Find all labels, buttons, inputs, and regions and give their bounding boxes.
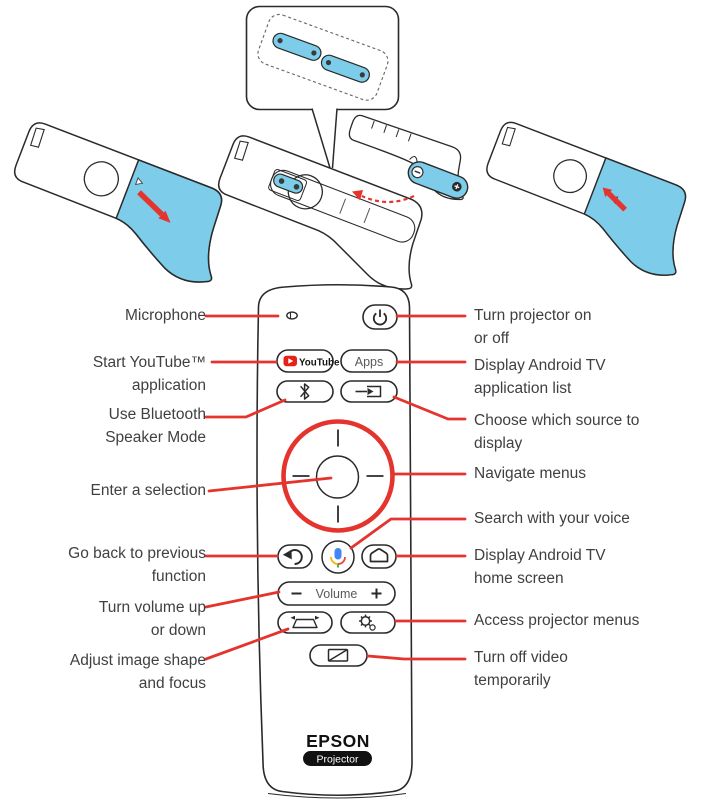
voice-button [321, 540, 355, 574]
remote-base-open [217, 135, 423, 290]
cover-triangle-mark [134, 177, 144, 186]
remote-bottom-edge [267, 793, 407, 799]
line-source [392, 395, 467, 421]
line-mute [366, 654, 467, 661]
label-enter-selection: Enter a selection [90, 482, 206, 499]
remote-front [256, 283, 413, 799]
nav-pad [281, 419, 395, 533]
insert-direction-arrow [352, 190, 415, 204]
google-mic-icon [330, 548, 346, 568]
keystone-icon [292, 618, 318, 629]
inset-pointer [311, 107, 338, 169]
nav-highlight-ring [281, 419, 395, 533]
av-mute-icon [327, 648, 349, 662]
line-volume [204, 590, 281, 609]
bluetooth-icon [300, 383, 310, 400]
home-icon [369, 548, 389, 563]
battery-cover [583, 157, 687, 276]
youtube-button [276, 349, 334, 373]
label-projector-menus: Access projector menus [474, 612, 640, 629]
badge-label: Projector [316, 754, 359, 766]
callout-lines [204, 314, 467, 661]
ir-window-slot [29, 127, 45, 148]
ir-window-slot [501, 126, 516, 147]
projector-badge [303, 751, 372, 766]
label-microphone: Microphone [125, 307, 206, 324]
remote-body [256, 283, 413, 797]
settings-button [340, 611, 396, 634]
volume-button-label: Volume [316, 587, 358, 601]
brand-logo: EPSON [306, 731, 370, 751]
label-voice-search: Search with your voice [474, 510, 630, 527]
select-button [315, 455, 360, 499]
thumb-divot [553, 159, 588, 194]
line-keystone [204, 627, 290, 661]
youtube-button-label: YouTube [299, 357, 340, 368]
power-icon [372, 309, 388, 326]
slide-off-arrow [137, 190, 171, 223]
line-bluetooth [204, 398, 287, 419]
youtube-icon [283, 355, 297, 367]
thumb-divot [83, 161, 119, 197]
label-navigate-menus: Navigate menus [474, 465, 587, 482]
slide-on-arrow [602, 187, 627, 212]
gear-icon [359, 614, 376, 631]
source-icon [355, 385, 382, 398]
microphone-icon [286, 311, 298, 320]
volume-plus-icon [371, 588, 382, 599]
line-voice [349, 517, 467, 550]
step-slide-cover-on [486, 121, 687, 276]
step-insert-batteries [217, 5, 469, 290]
source-button [340, 380, 398, 403]
inset-batteries [257, 13, 389, 101]
aaa-battery [407, 161, 469, 199]
ir-window-slot [233, 140, 249, 161]
battery-compartment [268, 169, 308, 202]
apps-button-label: Apps [355, 355, 384, 369]
bluetooth-button [276, 380, 334, 403]
line-enter [207, 476, 333, 493]
step-slide-cover-off [13, 122, 223, 283]
nav-arrow-ticks [292, 429, 384, 523]
keystone-button [277, 611, 333, 634]
